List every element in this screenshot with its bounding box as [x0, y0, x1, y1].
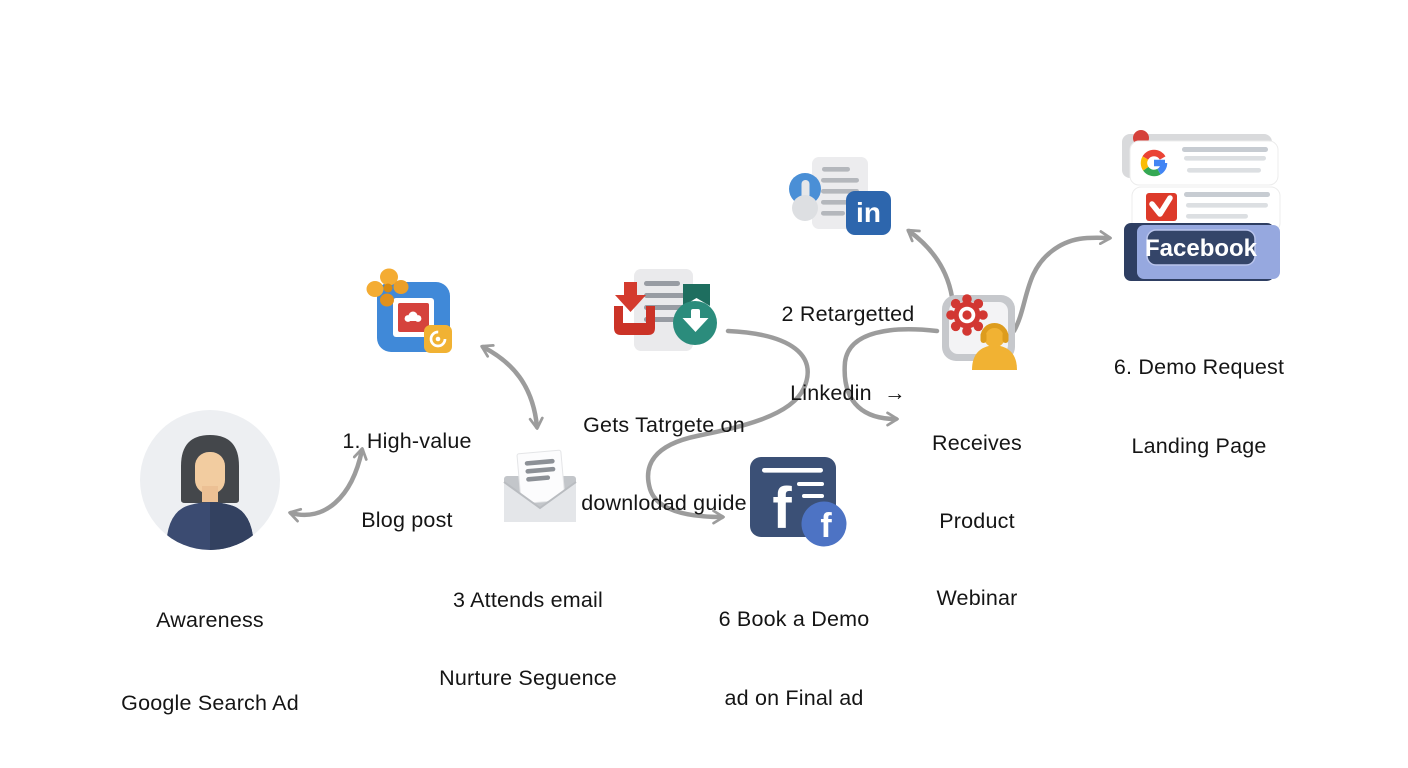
presenter-icon — [972, 323, 1017, 370]
label-line: downlodad guide — [581, 491, 747, 515]
arrow-blog-awareness — [288, 447, 368, 523]
label-line: Linkedin → — [790, 381, 906, 405]
gear-icon — [946, 294, 988, 336]
label-line: Product — [939, 508, 1015, 533]
arrow-blog-envelope — [480, 344, 544, 430]
blog-post-label: 1. High-value Blog post — [342, 377, 471, 585]
label-line: Receives — [931, 431, 1023, 455]
linkedin-profile-icon: in — [789, 157, 891, 235]
open-envelope-icon — [503, 449, 577, 522]
label-line: Google Search Ad — [121, 691, 299, 715]
facebook-badge-f-glyph: f — [820, 507, 832, 545]
webinar-presenter-icon — [942, 294, 1017, 370]
facebook-ad-icon: f f — [750, 457, 847, 547]
linkedin-in-glyph: in — [856, 197, 881, 228]
label-line: Awareness — [156, 608, 264, 632]
label-line: Blog post — [361, 508, 453, 532]
email-nurture-label: 3 Attends email Nurture Seguence — [439, 536, 617, 742]
arrow-download-facebook — [645, 328, 810, 525]
label-line: Nurture Seguence — [439, 666, 617, 690]
facebook-demo-ad-label: 6 Book a Demo ad on Final ad — [719, 555, 870, 763]
linkedin-retarget-label: 2 Retargetted Linkedin → — [782, 250, 915, 458]
label-line: Webinar — [936, 586, 1018, 610]
google-g-logo-icon — [1140, 149, 1168, 177]
download-guide-label: Gets Tatrgete on downlodad guide — [581, 361, 747, 567]
landing-page-stack-icon: Facebook — [1122, 130, 1281, 281]
label-line: 6. Demo Request — [1113, 355, 1285, 379]
person-avatar-icon — [140, 410, 280, 550]
product-webinar-label: Receives Product Webinar — [932, 380, 1022, 663]
label-line: 6 Book a Demo — [718, 607, 870, 631]
gmail-icon — [1146, 193, 1177, 221]
arrow-webinar-label-loop — [842, 327, 940, 427]
label-line: ad on Final ad — [724, 686, 864, 710]
document-download-icon — [614, 269, 717, 351]
arrow-webinar-landing — [1011, 230, 1112, 334]
label-line: Gets Tatrgete on — [583, 413, 745, 437]
awareness-label: Awareness Google Search Ad — [121, 554, 299, 768]
landing-page-label: 6. Demo Request Landing Page — [1114, 303, 1284, 511]
label-line: Landing Page — [1131, 434, 1267, 458]
facebook-button-label: Facebook — [1145, 235, 1258, 262]
label-line: 1. High-value — [342, 429, 472, 453]
label-line: 2 Retargetted — [781, 302, 915, 326]
facebook-f-glyph: f — [772, 476, 792, 541]
arrow-webinar-linkedin — [906, 228, 955, 300]
label-line: 3 Attends email — [452, 588, 604, 612]
blog-ad-icon — [366, 268, 452, 353]
